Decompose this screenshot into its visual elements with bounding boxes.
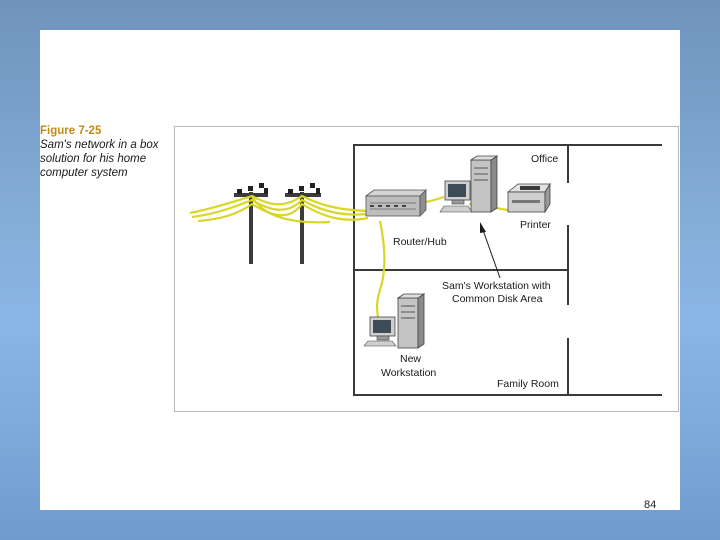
printer-label: Printer [520,219,551,231]
new-workstation-label-line2: Workstation [381,367,436,379]
figure-caption: Figure 7-25 Sam's network in a box solut… [40,124,180,180]
office-label: Office [531,153,558,165]
page-number: 84 [644,499,657,511]
house-walls [353,144,662,396]
sams-workstation-label-line1: Sam's Workstation with [442,280,551,292]
utility-pole-1 [234,183,268,264]
callout-arrow [480,222,501,279]
new-workstation-label-line1: New [400,353,421,365]
utility-pole-2 [285,183,321,264]
family-room-label: Family Room [497,378,559,390]
router-hub-label: Router/Hub [393,236,447,248]
sams-workstation [439,155,499,213]
figure-label: Figure 7-25 [40,125,102,137]
figure-caption-text: Sam's network in a box solution for his … [40,139,159,179]
new-workstation [363,293,426,349]
router-hub-device [364,189,427,217]
sams-workstation-label-line2: Common Disk Area [452,293,543,305]
network-cables [189,194,509,319]
printer-device [506,182,551,214]
